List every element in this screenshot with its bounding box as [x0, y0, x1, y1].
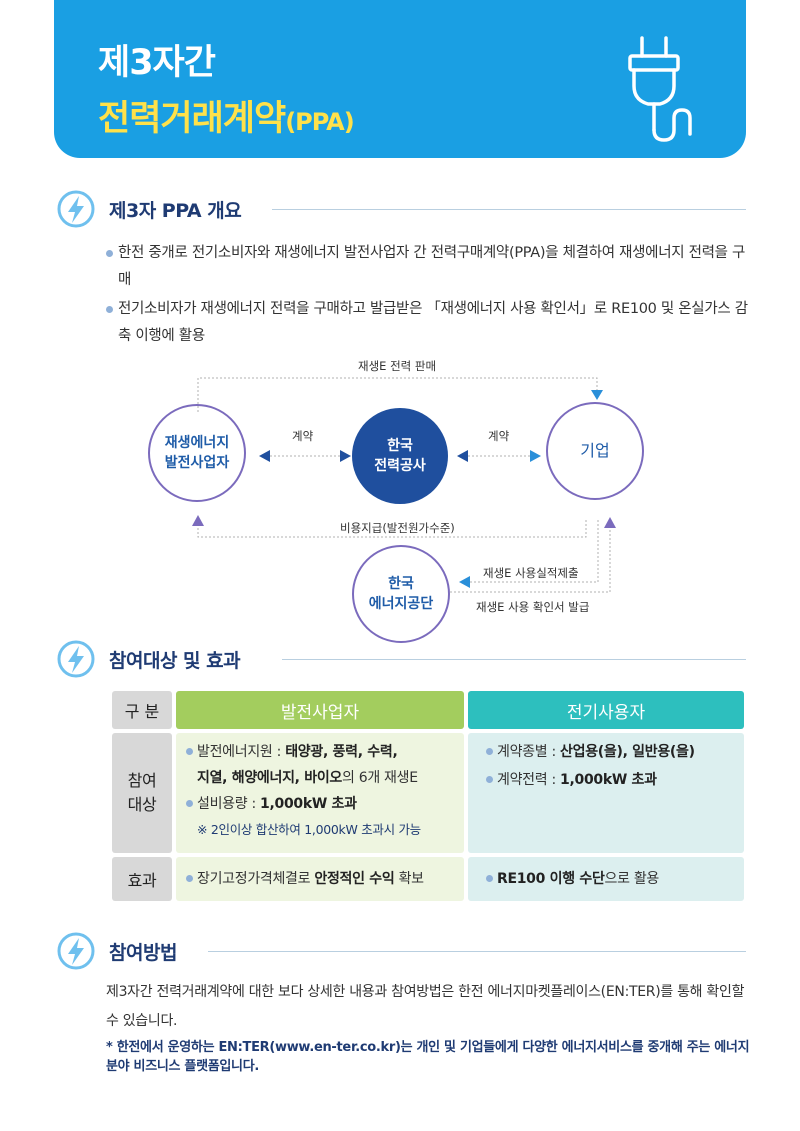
- row-label-line1: 참여: [127, 771, 157, 790]
- node-company: 기업: [546, 402, 644, 500]
- plug-icon: [628, 36, 692, 142]
- node-energy-line1: 한국: [388, 576, 414, 592]
- table-row: 참여 대상 발전에너지원 : 태양광, 풍력, 수력, 지열, 해양에너지, 바…: [112, 733, 744, 853]
- label-contract: 계약: [488, 429, 510, 443]
- section-divider: [272, 209, 746, 210]
- item-prefix: 설비용량 :: [197, 796, 261, 812]
- header-generator: 발전사업자: [176, 691, 464, 729]
- consumer-targets: 계약종별 : 산업용(을), 일반용(을) 계약전력 : 1,000kW 초과: [468, 733, 744, 853]
- item-tail: 으로 활용: [604, 871, 660, 887]
- item-tail: 의 6개 재생E: [341, 770, 418, 786]
- method-paragraph: 제3자간 전력거래계약에 대한 보다 상세한 내용과 참여방법은 한전 에너지마…: [106, 984, 745, 1029]
- list-item: 계약종별 : 산업용(을), 일반용(을): [486, 739, 734, 765]
- generator-note: ※ 2인이상 합산하여 1,000kW 초과시 가능: [197, 822, 421, 837]
- overview-bullet: 한전 중개로 전기소비자와 재생에너지 발전사업자 간 전력구매계약(PPA)을…: [106, 240, 756, 294]
- section-overview-header: 제3자 PPA 개요: [56, 189, 746, 229]
- label-contract: 계약: [292, 429, 314, 443]
- item-bold: 산업용(을), 일반용(을): [560, 744, 695, 760]
- item-prefix: 장기고정가격체결로: [197, 871, 315, 887]
- label-sales: 재생E 전력 판매: [358, 359, 437, 373]
- header-category: 구 분: [112, 691, 172, 729]
- item-bold: 태양광, 풍력, 수력,: [285, 744, 398, 760]
- overview-bullets: 한전 중개로 전기소비자와 재생에너지 발전사업자 간 전력구매계약(PPA)을…: [106, 240, 756, 350]
- lightning-bolt-icon: [57, 640, 95, 678]
- generator-targets: 발전에너지원 : 태양광, 풍력, 수력, 지열, 해양에너지, 바이오의 6개…: [176, 733, 464, 853]
- node-generator-line2: 발전사업자: [164, 455, 230, 471]
- generator-effect: 장기고정가격체결로 안정적인 수익 확보: [176, 857, 464, 901]
- participants-table: 구 분 발전사업자 전기사용자 참여 대상 발전에너지원 : 태양광, 풍력, …: [108, 687, 748, 905]
- banner-title-line2: 전력거래계약(PPA): [98, 90, 355, 141]
- label-cost: 비용지급(발전원가수준): [340, 521, 455, 535]
- banner-title-main: 전력거래계약: [98, 99, 286, 139]
- section-participants-title: 참여대상 및 효과: [109, 650, 241, 672]
- header-consumer: 전기사용자: [468, 691, 744, 729]
- item-bold: 지열, 해양에너지, 바이오: [197, 770, 342, 786]
- list-item: 계약전력 : 1,000kW 초과: [486, 767, 734, 793]
- row-label-effect: 효과: [112, 857, 172, 901]
- list-item: 발전에너지원 : 태양광, 풍력, 수력,: [186, 739, 454, 765]
- lightning-bolt-icon: [57, 932, 95, 970]
- item-bold: 1,000kW 초과: [260, 796, 357, 812]
- node-kepco-line2: 전력공사: [374, 458, 426, 474]
- section-method-header: 참여방법: [56, 931, 746, 971]
- row-label-participants: 참여 대상: [112, 733, 172, 853]
- item-bold: RE100 이행 수단: [497, 871, 605, 887]
- section-method-title: 참여방법: [109, 942, 177, 964]
- diagram-connectors: [192, 377, 616, 593]
- header-banner: 제3자간 전력거래계약(PPA): [54, 0, 746, 158]
- consumer-effect: RE100 이행 수단으로 활용: [468, 857, 744, 901]
- row-label-line2: 대상: [127, 795, 157, 814]
- node-generator-line1: 재생에너지: [164, 435, 230, 451]
- table-row: 효과 장기고정가격체결로 안정적인 수익 확보 RE100 이행 수단으로 활용: [112, 857, 744, 901]
- node-company-label: 기업: [580, 441, 610, 460]
- item-prefix: 계약종별 :: [497, 744, 561, 760]
- section-divider: [282, 659, 746, 660]
- list-item: 설비용량 : 1,000kW 초과: [186, 791, 454, 817]
- table-header-row: 구 분 발전사업자 전기사용자: [112, 691, 744, 729]
- section-overview-title: 제3자 PPA 개요: [109, 200, 242, 222]
- method-note: * 한전에서 운영하는 EN:TER(www.en-ter.co.kr)는 개인…: [106, 1040, 750, 1074]
- section-divider: [208, 951, 746, 952]
- item-prefix: 계약전력 :: [497, 772, 561, 788]
- label-issue: 재생E 사용 확인서 발급: [476, 600, 590, 614]
- item-tail: 확보: [394, 871, 424, 887]
- list-item: 장기고정가격체결로 안정적인 수익 확보: [186, 866, 454, 892]
- item-bold: 1,000kW 초과: [560, 772, 657, 788]
- overview-bullet: 전기소비자가 재생에너지 전력을 구매하고 발급받은 「재생에너지 사용 확인서…: [106, 296, 756, 350]
- node-energy-line2: 에너지공단: [368, 596, 434, 612]
- label-submit: 재생E 사용실적제출: [483, 566, 579, 580]
- lightning-bolt-icon: [57, 190, 95, 228]
- item-prefix: 발전에너지원 :: [197, 744, 286, 760]
- item-bold: 안정적인 수익: [314, 871, 395, 887]
- list-item: RE100 이행 수단으로 활용: [486, 866, 734, 892]
- list-item-continuation: 지열, 해양에너지, 바이오의 6개 재생E: [186, 765, 454, 791]
- node-kepco-line1: 한국: [387, 438, 413, 454]
- banner-title-line1: 제3자간: [98, 43, 216, 83]
- banner-title-suffix: (PPA): [285, 108, 354, 136]
- section-participants-header: 참여대상 및 효과: [56, 639, 746, 679]
